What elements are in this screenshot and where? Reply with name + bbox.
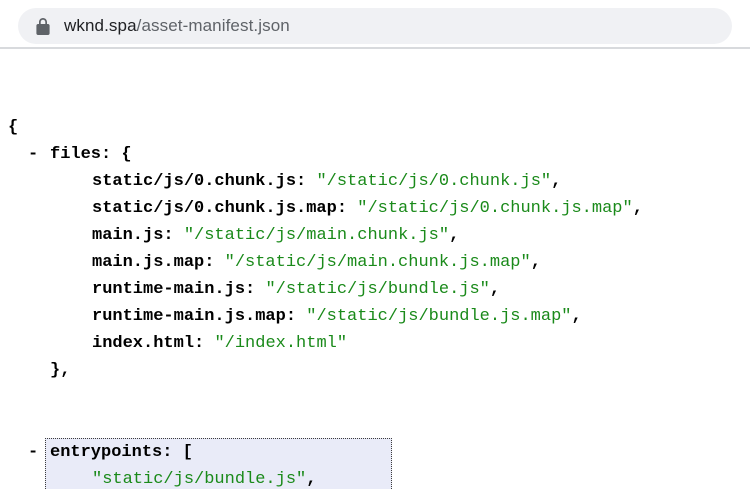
json-line: }, (0, 357, 750, 384)
json-line: -entrypoints: [ (28, 439, 391, 466)
lock-icon[interactable] (36, 17, 50, 35)
url-path: /asset-manifest.json (136, 16, 290, 35)
json-token-punctuation: : (204, 253, 225, 272)
json-token-key: static/js/0.chunk.js.map (92, 199, 337, 218)
json-token-string: "/static/js/0.chunk.js" (316, 172, 552, 191)
json-token-punctuation: : (336, 199, 358, 218)
collapse-toggle-icon[interactable]: - (28, 443, 39, 462)
json-lines-top: {-files: {static/js/0.chunk.js: "/static… (0, 114, 750, 384)
json-token-punctuation: , (306, 470, 317, 489)
json-token-punctuation: , (551, 172, 562, 191)
json-token-string: "static/js/bundle.js" (92, 470, 307, 489)
json-line: "static/js/bundle.js", (46, 466, 391, 489)
json-token-string: "/index.html" (214, 334, 348, 353)
json-token-string: "/static/js/main.chunk.js" (183, 226, 450, 245)
json-viewer: {-files: {static/js/0.chunk.js: "/static… (0, 49, 750, 489)
json-token-key: static/js/0.chunk.js (92, 172, 297, 191)
address-bar[interactable]: wknd.spa/asset-manifest.json (18, 8, 732, 44)
toolbar-divider (0, 47, 750, 49)
json-line: static/js/0.chunk.js.map: "/static/js/0.… (0, 195, 750, 222)
json-token-punctuation: , (530, 253, 541, 272)
json-line: { (0, 114, 750, 141)
json-token-punctuation: , (489, 280, 501, 299)
json-line: runtime-main.js: "/static/js/bundle.js", (0, 276, 750, 303)
json-token-punctuation: : (296, 172, 317, 191)
json-line: index.html: "/index.html" (0, 330, 750, 357)
browser-toolbar: wknd.spa/asset-manifest.json (0, 0, 750, 49)
json-token-punctuation: : (285, 307, 307, 326)
json-token-punctuation: : [ (162, 443, 193, 462)
json-token-punctuation: { (8, 118, 19, 137)
json-line: main.js.map: "/static/js/main.chunk.js.m… (0, 249, 750, 276)
json-line: -files: { (0, 141, 750, 168)
json-line: static/js/0.chunk.js: "/static/js/0.chun… (0, 168, 750, 195)
json-token-key: main.js.map (92, 253, 205, 272)
json-token-key: runtime-main.js (92, 280, 246, 299)
json-line: runtime-main.js.map: "/static/js/bundle.… (0, 303, 750, 330)
url-domain: wknd.spa (64, 16, 137, 35)
json-line: main.js: "/static/js/main.chunk.js", (0, 222, 750, 249)
json-token-punctuation: : (245, 280, 266, 299)
json-token-punctuation: : { (101, 145, 132, 164)
json-token-punctuation: : (194, 334, 215, 353)
json-token-string: "/static/js/bundle.js.map" (306, 307, 572, 326)
json-token-string: "/static/js/0.chunk.js.map" (357, 199, 633, 218)
json-token-key: files (50, 145, 102, 164)
json-token-punctuation: : (163, 226, 184, 245)
json-token-key: entrypoints (50, 443, 163, 462)
json-token-key: runtime-main.js.map (92, 307, 286, 326)
json-token-punctuation: , (571, 307, 582, 326)
collapse-toggle-icon[interactable]: - (28, 145, 39, 164)
json-token-punctuation: , (449, 226, 460, 245)
json-token-key: index.html (92, 334, 195, 353)
url-text[interactable]: wknd.spa/asset-manifest.json (64, 16, 290, 36)
json-token-punctuation: }, (50, 361, 71, 380)
json-token-string: "/static/js/main.chunk.js.map" (224, 253, 531, 272)
json-token-key: main.js (92, 226, 164, 245)
json-token-punctuation: , (632, 199, 643, 218)
entrypoints-selection-box[interactable]: -entrypoints: ["static/js/bundle.js","st… (28, 438, 392, 489)
json-token-string: "/static/js/bundle.js" (265, 280, 490, 299)
